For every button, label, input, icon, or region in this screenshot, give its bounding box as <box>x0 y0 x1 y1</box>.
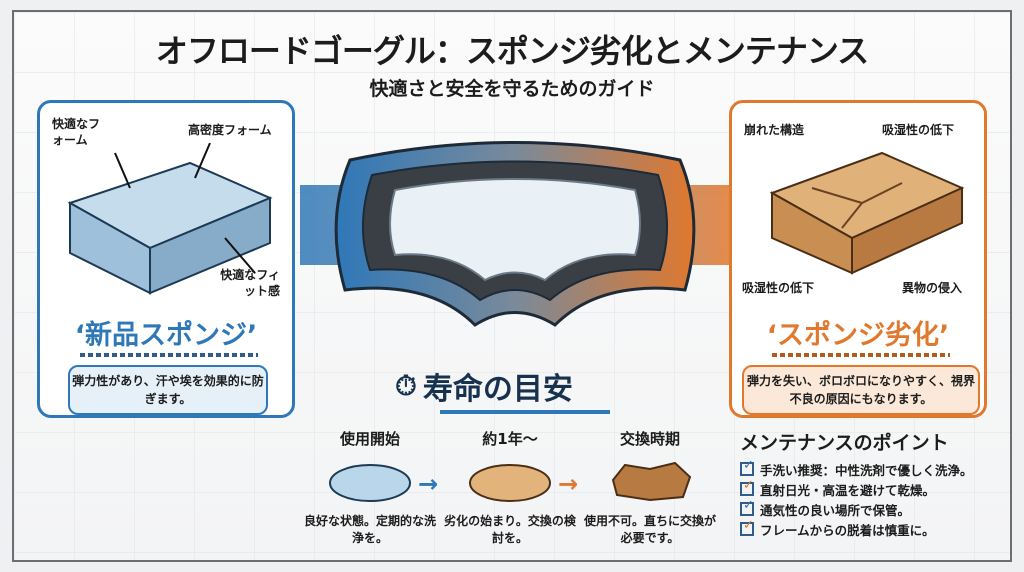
stopwatch-icon: ⏱ <box>395 369 417 402</box>
maintenance-item: ✓ 直射日光・高温を避けて乾燥。 <box>740 479 1010 499</box>
goggles-image <box>300 141 730 327</box>
divider <box>80 353 258 357</box>
item-text: 直射日光・高温を避けて乾燥。 <box>760 482 936 498</box>
label-comfort-foam: 快適なフォーム <box>52 117 101 147</box>
stage-description: 使用不可。直ちに交換が必要です。 <box>583 514 716 545</box>
checkbox-icon: ✓ <box>740 459 754 476</box>
lifespan-title: ⏱ 寿命の目安 <box>395 364 573 408</box>
item-text: 通気性の良い場所で保管。 <box>760 502 911 518</box>
stage-description: 良好な状態。定期的な洗浄を。 <box>303 514 436 545</box>
stage-label: 交換時期 <box>619 430 680 448</box>
maintenance-section: メンテナンスのポイント ✓ 手洗い推奨：中性洗剤で優しく洗浄。 ✓ 直射日光・高温を… <box>740 428 1010 539</box>
label-absorbency-2: 吸湿性の低下 <box>742 281 815 295</box>
new-sponge-panel: 快適なフォーム 高密度フォーム 快適なフィット感 ‘新品スポンジ’ 弾力性があり… <box>37 100 295 418</box>
degraded-sponge-icon <box>611 461 692 502</box>
label-high-density: 高密度フォーム <box>188 123 272 137</box>
checkbox-icon: ✓ <box>740 479 754 496</box>
maintenance-item: ✓ 手洗い推奨：中性洗剤で優しく洗浄。 <box>740 459 1010 479</box>
page-subtitle: 快適さと安全を守るためのガイド <box>369 78 655 100</box>
divider <box>772 353 950 357</box>
arrow-right-icon: → <box>418 470 439 498</box>
label-absorbency-1: 吸湿性の低下 <box>882 123 955 137</box>
page-title: オフロードゴーグル：スポンジ劣化とメンテナンス <box>155 32 869 70</box>
maintenance-item: ✓ 通気性の良い場所で保管。 <box>740 499 1010 519</box>
divider <box>440 410 610 414</box>
new-sponge-title: ‘新品スポンジ’ <box>74 320 258 351</box>
stage-label: 使用開始 <box>339 430 400 448</box>
arrow-right-icon: → <box>558 470 579 498</box>
old-sponge-panel: 崩れた構造 吸湿性の低下 吸湿性の低下 異物の侵入 ‘スポンジ劣化’ 弾力を失い… <box>729 100 987 418</box>
item-text: フレームからの脱着は慎重に。 <box>760 522 935 538</box>
lifespan-title-text: 寿命の目安 <box>422 372 573 407</box>
stage-start: 使用開始 良好な状態。定期的な洗浄を。 <box>300 428 440 547</box>
item-text: 手洗い推奨：中性洗剤で優しく洗浄。 <box>760 462 973 478</box>
new-sponge-image <box>67 143 273 295</box>
checkbox-icon: ✓ <box>740 519 754 536</box>
stage-one-year: 約1年〜 劣化の始まり。交換の検討を。 <box>440 428 580 547</box>
label-comfort-fit: 快適なフィット感 <box>220 268 280 298</box>
old-sponge-description: 弾力を失い、ボロボロになりやすく、視界不良の原因にもなります。 <box>742 365 980 415</box>
stage-replace: 交換時期 使用不可。直ちに交換が必要です。 <box>580 428 720 547</box>
label-broken-structure: 崩れた構造 <box>744 123 805 137</box>
stage-label: 約1年〜 <box>482 430 538 448</box>
checkbox-icon: ✓ <box>740 499 754 516</box>
old-sponge-title: ‘スポンジ劣化’ <box>766 320 950 351</box>
label-foreign-matter: 異物の侵入 <box>902 281 963 295</box>
aging-sponge-icon <box>469 464 551 502</box>
stage-description: 劣化の始まり。交換の検討を。 <box>444 514 576 545</box>
new-sponge-description: 弾力性があり、汗や埃を効果的に防ぎます。 <box>68 365 268 415</box>
maintenance-item: ✓ フレームからの脱着は慎重に。 <box>740 519 1010 539</box>
maintenance-title: メンテナンスのポイント <box>740 432 949 454</box>
new-sponge-icon <box>329 464 411 502</box>
old-sponge-image <box>769 151 965 275</box>
